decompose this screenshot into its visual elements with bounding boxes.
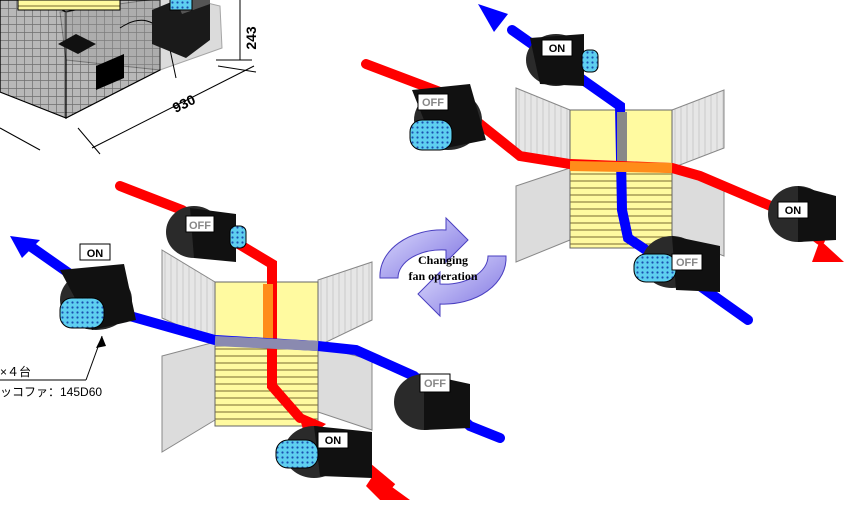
right-fan-bottom: OFF — [633, 236, 720, 292]
left-fan-left-status: ON — [87, 248, 104, 260]
right-fan-right: ON — [768, 186, 836, 242]
right-fan-top: ON — [526, 34, 599, 86]
left-unit: OFF ON OFF ON — [0, 181, 505, 500]
right-fan-bottom-status: OFF — [676, 257, 698, 269]
left-fan-bottom: ON — [275, 426, 372, 478]
heat-exchanger-box — [0, 0, 223, 119]
left-fan-right: OFF — [394, 373, 470, 430]
annotation-line1: ×４台 — [0, 364, 31, 379]
left-fan-top-status: OFF — [189, 220, 211, 232]
dimension-height: 243 — [243, 26, 259, 50]
left-fan-top: OFF — [166, 206, 247, 262]
left-fan-left: ON — [59, 243, 136, 330]
center-label-line2: fan operation — [409, 269, 478, 283]
right-fan-top-status: ON — [549, 43, 566, 55]
changing-arrows — [379, 216, 507, 318]
right-fan-right-status: ON — [785, 205, 802, 217]
right-fan-left-status: OFF — [422, 97, 444, 109]
annotation-line2: ッコファ：145D60 — [0, 385, 102, 399]
right-unit: ON OFF ON OFF — [361, 4, 844, 325]
dimension-lines — [0, 0, 257, 155]
left-fan-bottom-status: ON — [325, 435, 342, 447]
dimension-width: 930 — [170, 91, 198, 116]
center-label-line1: Changing — [418, 253, 468, 267]
left-fan-right-status: OFF — [424, 378, 446, 390]
box-fan-top-right — [152, 0, 210, 58]
right-fan-left: OFF — [409, 84, 486, 151]
